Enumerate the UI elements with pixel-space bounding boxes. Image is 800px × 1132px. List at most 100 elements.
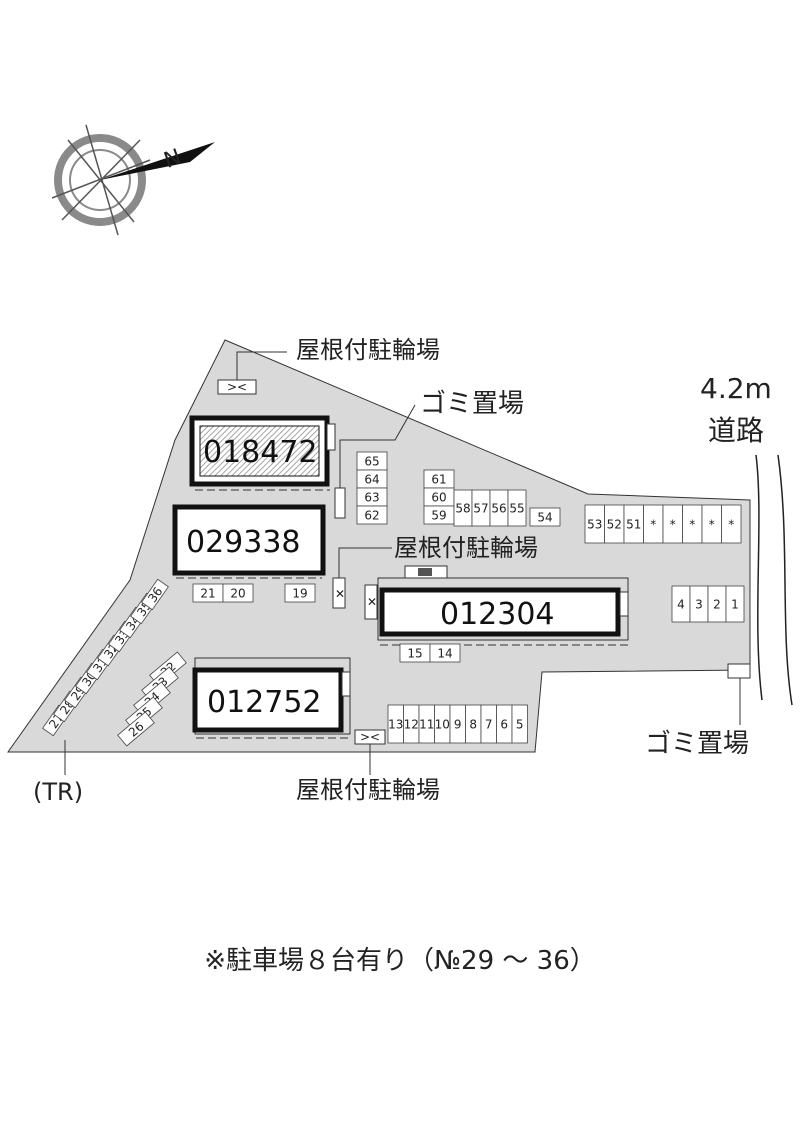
parking-slot: 62 xyxy=(356,505,388,525)
trash-area-right-label: ゴミ置場 xyxy=(645,729,749,759)
parking-slot: 21 xyxy=(192,583,224,603)
parking-slot-number: 13 xyxy=(388,718,403,732)
building-012752-label: 012752 xyxy=(207,685,322,720)
parking-slot-number: * xyxy=(670,518,676,532)
bike-shelter-top-label: 屋根付駐輪場 xyxy=(296,336,440,364)
parking-slot: 3 xyxy=(689,585,709,623)
parking-slot: 11 xyxy=(418,704,435,744)
parking-slot-number: 56 xyxy=(491,502,506,516)
parking-slot: 8 xyxy=(465,704,482,744)
parking-slot: 54 xyxy=(529,507,561,527)
parking-slot-number: 51 xyxy=(626,518,641,532)
parking-slot: 5 xyxy=(511,704,528,744)
svg-text:><: >< xyxy=(227,380,247,394)
parking-slot-number: 10 xyxy=(435,718,450,732)
parking-slot: 7 xyxy=(480,704,497,744)
parking-slot-number: 58 xyxy=(455,502,470,516)
parking-slot: * xyxy=(662,504,683,544)
trash-area-right xyxy=(727,663,751,679)
bike-shelter-bottom-label: 屋根付駐輪場 xyxy=(296,776,440,804)
parking-slot: 9 xyxy=(449,704,466,744)
parking-slot-number: 19 xyxy=(292,587,307,601)
parking-slot: 57 xyxy=(471,489,491,527)
parking-slot: 64 xyxy=(356,469,388,489)
parking-slot: 61 xyxy=(423,469,455,489)
building-029338: 029338 xyxy=(172,504,326,579)
parking-slot: 19 xyxy=(284,583,316,603)
parking-slot: * xyxy=(721,504,742,544)
building-012752: 012752 xyxy=(192,657,351,739)
parking-slot-number: 8 xyxy=(469,718,477,732)
site-lot xyxy=(7,339,751,753)
parking-slot: 1 xyxy=(725,585,745,623)
parking-slot-number: 5 xyxy=(516,718,524,732)
parking-slot: 20 xyxy=(222,583,254,603)
svg-text:><: >< xyxy=(360,730,380,744)
parking-slot: 52 xyxy=(604,504,625,544)
svg-text:✕: ✕ xyxy=(367,595,377,609)
bike-shelter-mid-label: 屋根付駐輪場 xyxy=(394,534,538,562)
parking-slot-number: 59 xyxy=(431,509,446,523)
building-018472: 018472 xyxy=(189,415,336,491)
parking-slot-number: 20 xyxy=(230,587,245,601)
parking-slot-number: 6 xyxy=(500,718,508,732)
parking-slot-number: 12 xyxy=(404,718,419,732)
parking-slot-number: 64 xyxy=(364,473,379,487)
road-edges xyxy=(755,454,793,706)
parking-slot-number: 55 xyxy=(509,502,524,516)
parking-slot-number: * xyxy=(709,518,715,532)
parking-slot-number: 11 xyxy=(419,718,434,732)
parking-slot-number: 4 xyxy=(677,598,685,612)
parking-slot-number: * xyxy=(689,518,695,532)
parking-slot: 55 xyxy=(507,489,527,527)
parking-slot: 60 xyxy=(423,487,455,507)
parking-slot: 15 xyxy=(399,643,431,663)
parking-slot: 4 xyxy=(671,585,691,623)
parking-slot: 56 xyxy=(489,489,509,527)
building-018472-label: 018472 xyxy=(203,435,318,470)
parking-slot: 10 xyxy=(434,704,451,744)
parking-slot-number: 14 xyxy=(437,647,452,661)
parking-slot: 2 xyxy=(707,585,727,623)
parking-slot-number: 21 xyxy=(200,587,215,601)
building-029338-label: 029338 xyxy=(186,525,301,560)
parking-slot-number: 62 xyxy=(364,509,379,523)
transformer-label: (TR) xyxy=(33,778,83,806)
parking-slot-number: 3 xyxy=(695,598,703,612)
parking-slot: * xyxy=(682,504,703,544)
parking-slot: 12 xyxy=(403,704,420,744)
parking-slot: * xyxy=(643,504,664,544)
parking-slot: 14 xyxy=(429,643,461,663)
parking-slot-number: * xyxy=(650,518,656,532)
north-arrow-compass-icon: N xyxy=(51,124,215,236)
parking-slot-number: 61 xyxy=(431,473,446,487)
parking-slot: 59 xyxy=(423,505,455,525)
svg-text:✕: ✕ xyxy=(335,587,345,601)
parking-slot-number: 7 xyxy=(485,718,493,732)
parking-slot-number: 9 xyxy=(454,718,462,732)
bike-shelter-mid-right xyxy=(364,584,378,620)
building-012304: 012304 xyxy=(377,565,629,646)
parking-slot-number: 1 xyxy=(731,598,739,612)
road-label: 道路 xyxy=(708,414,764,447)
parking-slot-number: 15 xyxy=(407,647,422,661)
parking-slot-number: 65 xyxy=(364,455,379,469)
parking-slot: 6 xyxy=(496,704,513,744)
parking-slot-number: * xyxy=(728,518,734,532)
parking-slot: 53 xyxy=(584,504,605,544)
parking-slot-number: 53 xyxy=(587,518,602,532)
road-width-label: 4.2m xyxy=(700,372,772,405)
parking-slot-number: 54 xyxy=(537,511,552,525)
parking-slot: 63 xyxy=(356,487,388,507)
parking-slot-number: 52 xyxy=(607,518,622,532)
parking-slot-number: 63 xyxy=(364,491,379,505)
building-012304-label: 012304 xyxy=(440,597,555,632)
parking-slot: 65 xyxy=(356,451,388,471)
trash-area-top xyxy=(334,487,346,519)
footer-note: ※駐車場８台有り（№29 ～ 36） xyxy=(204,946,596,976)
parking-slot: * xyxy=(701,504,722,544)
parking-slot-number: 2 xyxy=(713,598,721,612)
parking-slot-number: 57 xyxy=(473,502,488,516)
